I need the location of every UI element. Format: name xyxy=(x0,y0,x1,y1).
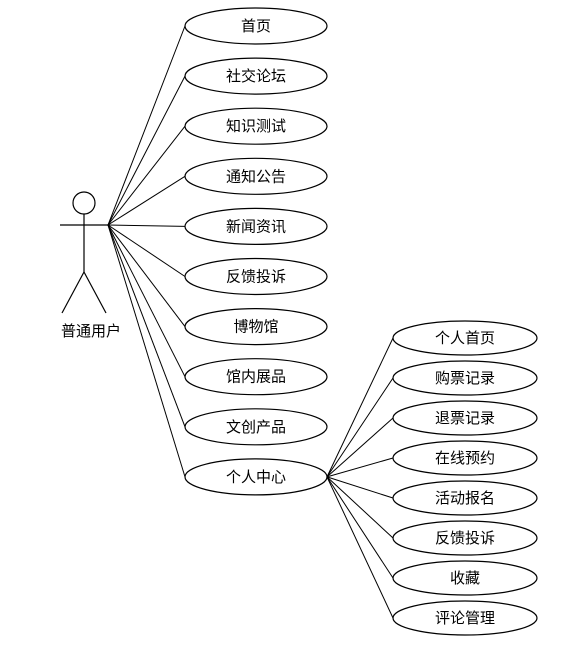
sub-use-case-1[interactable]: 购票记录 xyxy=(392,360,538,396)
edge-center-to-subcase xyxy=(326,417,394,478)
edge-actor-to-usecase xyxy=(107,224,186,427)
use-case-7[interactable]: 馆内展品 xyxy=(184,358,328,396)
sub-use-case-label: 退票记录 xyxy=(435,409,495,427)
edge-actor-to-usecase xyxy=(107,224,186,327)
sub-use-case-4[interactable]: 活动报名 xyxy=(392,480,538,516)
edge-actor-to-usecase xyxy=(107,75,186,226)
sub-use-case-ellipse xyxy=(392,560,538,596)
edge-center-to-subcase xyxy=(326,476,394,619)
use-case-label: 新闻资讯 xyxy=(226,217,286,235)
use-case-label: 博物馆 xyxy=(233,318,278,336)
sub-use-case-ellipse xyxy=(392,600,538,636)
use-case-0[interactable]: 首页 xyxy=(184,7,328,45)
sub-use-case-5[interactable]: 反馈投诉 xyxy=(392,520,538,556)
use-case-4[interactable]: 新闻资讯 xyxy=(184,207,328,245)
use-case-label: 知识测试 xyxy=(226,117,286,135)
use-case-label: 反馈投诉 xyxy=(226,268,286,286)
use-case-ellipse xyxy=(184,57,328,95)
use-case-ellipse xyxy=(184,358,328,396)
edge-actor-to-usecase xyxy=(107,224,186,227)
use-case-label: 社交论坛 xyxy=(226,67,286,85)
use-case-label: 文创产品 xyxy=(226,418,286,436)
edge-actor-to-usecase xyxy=(107,125,186,226)
edge-center-to-subcase xyxy=(326,476,394,499)
sub-use-case-ellipse xyxy=(392,360,538,396)
use-case-label: 首页 xyxy=(241,17,271,35)
edge-center-to-subcase xyxy=(326,337,394,478)
edge-actor-to-usecase xyxy=(107,224,186,277)
sub-use-case-ellipse xyxy=(392,320,538,356)
edge-center-to-subcase xyxy=(326,377,394,478)
sub-use-case-6[interactable]: 收藏 xyxy=(392,560,538,596)
edge-center-to-subcase xyxy=(326,476,394,579)
sub-use-case-2[interactable]: 退票记录 xyxy=(392,400,538,436)
use-case-label: 通知公告 xyxy=(226,167,286,185)
edge-center-to-subcase xyxy=(326,476,394,539)
use-case-8[interactable]: 文创产品 xyxy=(184,408,328,446)
sub-use-case-ellipse xyxy=(392,480,538,516)
sub-use-case-0[interactable]: 个人首页 xyxy=(392,320,538,356)
connector-lines xyxy=(107,25,394,619)
use-case-ellipse xyxy=(184,257,328,296)
use-case-3[interactable]: 通知公告 xyxy=(184,157,328,195)
use-case-ellipse xyxy=(184,7,328,45)
use-case-ellipse xyxy=(184,458,328,496)
sub-use-case-label: 评论管理 xyxy=(435,609,495,627)
sub-use-case-label: 活动报名 xyxy=(435,489,495,507)
sub-use-case-label: 个人首页 xyxy=(435,329,495,347)
sub-use-case-ellipse xyxy=(392,440,538,476)
edge-actor-to-usecase xyxy=(107,224,186,478)
use-case-5[interactable]: 反馈投诉 xyxy=(184,257,328,296)
sub-use-case-3[interactable]: 在线预约 xyxy=(392,440,538,476)
use-case-ellipse xyxy=(184,157,328,195)
use-case-6[interactable]: 博物馆 xyxy=(184,308,328,346)
use-case-label: 馆内展品 xyxy=(226,368,286,386)
sub-use-case-ellipse xyxy=(392,400,538,436)
actor-right-leg xyxy=(83,271,107,314)
actor-left-leg xyxy=(61,271,85,314)
edge-actor-to-usecase xyxy=(107,175,186,226)
edge-center-to-subcase xyxy=(326,457,394,478)
sub-use-case-ellipse xyxy=(392,520,538,556)
sub-use-case-7[interactable]: 评论管理 xyxy=(392,600,538,636)
sub-use-case-label: 购票记录 xyxy=(435,369,495,387)
use-case-ellipse xyxy=(184,408,328,446)
sub-use-case-label: 收藏 xyxy=(450,569,480,587)
use-case-9[interactable]: 个人中心 xyxy=(184,458,328,496)
actor-label: 普通用户 xyxy=(61,322,121,340)
use-case-ellipse xyxy=(184,308,328,346)
use-case-label: 个人中心 xyxy=(226,468,286,486)
use-case-1[interactable]: 社交论坛 xyxy=(184,57,328,95)
actor-head xyxy=(72,191,96,215)
use-case-2[interactable]: 知识测试 xyxy=(184,107,328,145)
sub-use-case-label: 反馈投诉 xyxy=(435,529,495,547)
sub-use-case-label: 在线预约 xyxy=(435,449,495,467)
edge-actor-to-usecase xyxy=(107,224,186,377)
use-case-ellipse xyxy=(184,207,328,245)
edge-actor-to-usecase xyxy=(107,25,186,226)
use-case-ellipse xyxy=(184,107,328,145)
actor-normal-user: 普通用户 xyxy=(60,191,121,340)
